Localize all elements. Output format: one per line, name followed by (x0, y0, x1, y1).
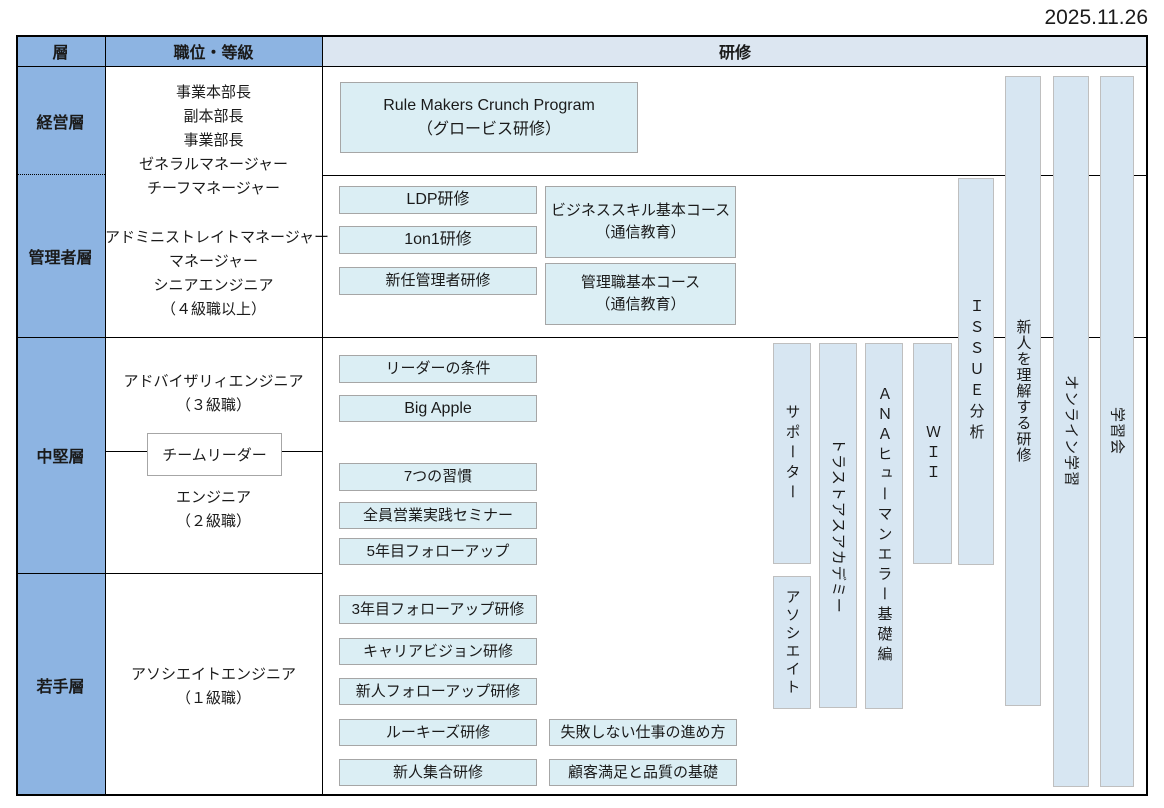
position-line: 事業部長 (183, 132, 244, 149)
training-column-understand-newcomers: 新人を理解する研修 (1005, 76, 1041, 706)
position-line: チーフマネージャー (146, 180, 281, 197)
training-box-ldp: LDP研修 (339, 186, 537, 214)
grid-hline-middle-junior (16, 573, 322, 574)
header-training: 研修 (322, 35, 1148, 67)
position-line: ゼネラルマネージャー (139, 156, 288, 173)
position-line: （３級職） (175, 397, 251, 414)
training-box-line: （グロービス研修） (416, 120, 561, 138)
position-line: （２級職） (175, 513, 251, 530)
training-box-rookies: ルーキーズ研修 (339, 719, 537, 746)
position-list-junior: アソシエイトエンジニア （１級職） (105, 663, 322, 711)
training-box-1on1: 1on1研修 (339, 226, 537, 254)
position-line: マネージャー (169, 253, 258, 270)
grid-hline-exec-manager-training (322, 175, 1148, 176)
date-label: 2025.11.26 (1044, 6, 1148, 29)
layer-cell-executive: 経営層 (16, 67, 105, 175)
layer-cell-middle: 中堅層 (16, 337, 105, 573)
training-box-career-vision: キャリアビジョン研修 (339, 638, 537, 665)
position-line: シニアエンジニア (153, 277, 274, 294)
training-box-rule-makers: Rule Makers Crunch Program （グロービス研修） (340, 82, 638, 153)
training-box-line: （通信教育） (595, 296, 686, 313)
position-line: エンジニア (175, 489, 251, 506)
grid-vline-layer-position (105, 35, 106, 796)
position-list-middle-upper: アドバイザリィエンジニア （３級職） (105, 370, 322, 418)
grid-dotted-exec-manager (16, 174, 105, 175)
training-box-business-skill: ビジネススキル基本コース （通信教育） (545, 186, 736, 258)
header-layer: 層 (16, 35, 105, 67)
training-column-ana-human-error: ＡＮＡヒューマンエラー基礎編 (865, 343, 903, 709)
layer-cell-junior: 若手層 (16, 573, 105, 796)
layer-cell-manager: 管理者層 (16, 175, 105, 337)
position-list-middle-lower: エンジニア （２級職） (105, 486, 322, 534)
grid-hline-header-bottom (16, 66, 1148, 67)
position-line: （１級職） (175, 690, 251, 707)
training-box-big-apple: Big Apple (339, 395, 537, 422)
training-box-new-manager: 新任管理者研修 (339, 267, 537, 295)
position-list-manager: アドミニストレイトマネージャー マネージャー シニアエンジニア （４級職以上） (105, 226, 329, 322)
training-box-line: ビジネススキル基本コース (550, 202, 731, 220)
training-column-wii: ＷＩＩ (913, 343, 952, 564)
grid-vline-position-training (322, 35, 323, 796)
training-column-supporter: サポーター (773, 343, 811, 564)
position-line: （４級職以上） (160, 301, 266, 318)
position-line: アドバイザリィエンジニア (123, 373, 304, 390)
training-box-3rd-year-followup: 3年目フォローアップ研修 (339, 595, 537, 624)
training-box-7-habits: 7つの習慣 (339, 463, 537, 491)
training-column-issue-analysis: ＩＳＳＵＥ分析 (958, 178, 994, 565)
position-line: アソシエイトエンジニア (130, 666, 296, 683)
training-column-online-learning: オンライン学習 (1053, 76, 1089, 787)
training-column-trust-us-academy: トラストアスアカデミー (819, 343, 857, 708)
training-column-study-group: 学習会 (1100, 76, 1134, 787)
training-box-5th-year-followup: 5年目フォローアップ (339, 538, 537, 565)
position-list-executive: 事業本部長 副本部長 事業部長 ゼネラルマネージャー チーフマネージャー (105, 81, 322, 201)
position-line: 副本部長 (183, 108, 244, 125)
position-line: アドミニストレイトマネージャー (105, 229, 329, 246)
training-box-leader-conditions: リーダーの条件 (339, 355, 537, 383)
header-position-grade: 職位・等級 (105, 35, 322, 67)
team-leader-box: チームリーダー (147, 433, 282, 476)
training-box-newcomer-followup: 新人フォローアップ研修 (339, 678, 537, 705)
training-box-line: Rule Makers Crunch Program (383, 97, 595, 115)
grid-hline-manager-middle (16, 337, 1148, 338)
training-box-newcomer-group: 新人集合研修 (339, 759, 537, 786)
training-column-associate: アソシエイト (773, 576, 811, 709)
training-box-line: （通信教育） (595, 224, 686, 241)
training-box-no-fail-work: 失敗しない仕事の進め方 (549, 719, 737, 746)
position-line: 事業本部長 (175, 84, 251, 101)
training-box-sales-seminar: 全員営業実践セミナー (339, 502, 537, 529)
training-box-line: 管理職基本コース (580, 274, 701, 292)
training-box-management-basic: 管理職基本コース （通信教育） (545, 263, 736, 325)
training-box-customer-quality: 顧客満足と品質の基礎 (549, 759, 737, 786)
